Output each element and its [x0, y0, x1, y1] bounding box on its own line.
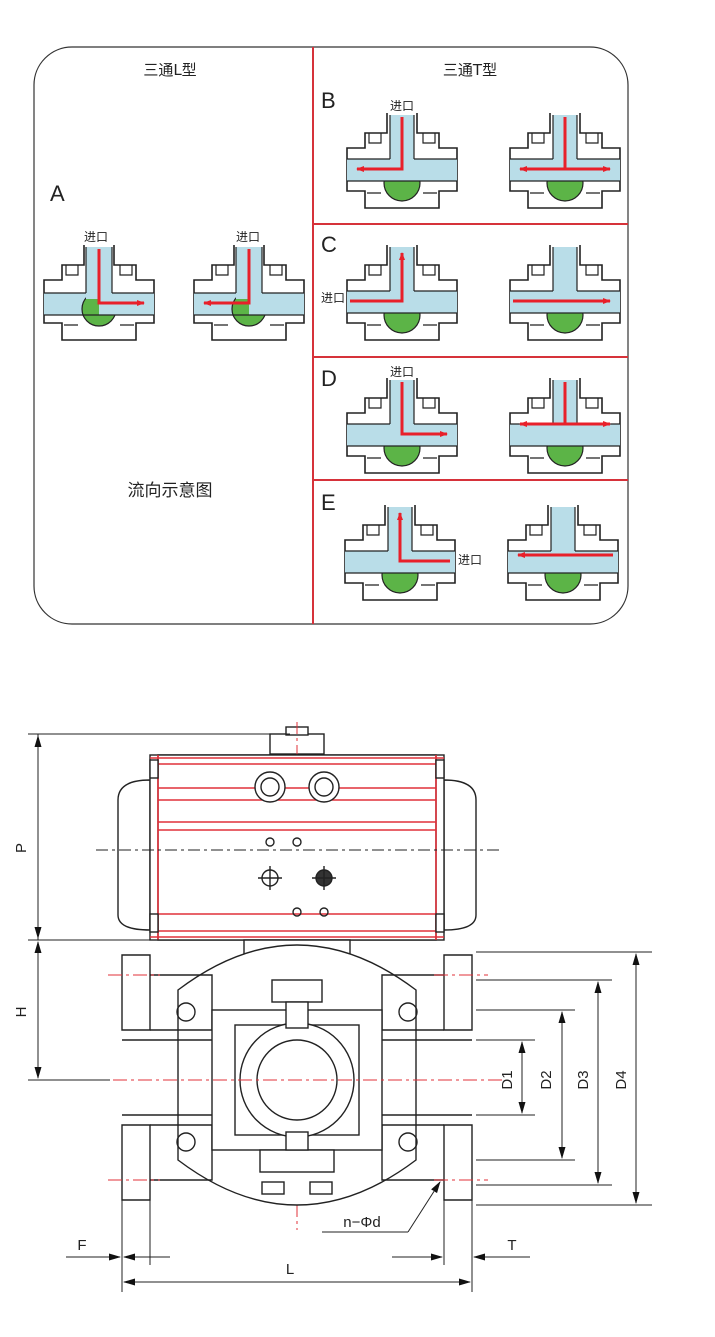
valve-e2: [507, 504, 619, 601]
dim-label-l: L: [286, 1261, 294, 1278]
l-type-title: 三通L型: [143, 61, 196, 79]
dim-label-d1: D1: [499, 1070, 516, 1089]
dim-label-p: P: [13, 843, 30, 853]
inlet-label-b: 进口: [390, 99, 414, 113]
valve-a1: [43, 244, 155, 341]
section-d-letter: D: [321, 366, 337, 391]
dim-label-d3: D3: [575, 1070, 592, 1089]
valve-c1: [346, 244, 458, 341]
valve-c2: [509, 244, 621, 341]
valve-b2: [509, 112, 621, 209]
valve-body-section: [121, 939, 473, 1206]
valve-e1: [344, 504, 456, 601]
dim-label-d2: D2: [538, 1070, 555, 1089]
inlet-label-a1: 进口: [84, 230, 108, 244]
inlet-label-d: 进口: [390, 365, 414, 379]
pneumatic-actuator: [96, 722, 500, 1230]
section-a-letter: A: [50, 181, 65, 206]
inlet-label-c: 进口: [321, 291, 345, 305]
dim-label-h: H: [13, 1007, 30, 1018]
valve-d2: [509, 377, 621, 474]
flow-diagram-caption: 流向示意图: [128, 481, 213, 501]
valve-a2: [193, 244, 305, 341]
inlet-label-a2: 进口: [236, 230, 260, 244]
section-c-letter: C: [321, 232, 337, 257]
centerlines: [88, 974, 505, 1181]
section-e-letter: E: [321, 490, 336, 515]
t-type-title: 三通T型: [443, 61, 497, 79]
dim-label-bolt: n−Φd: [343, 1214, 380, 1231]
inlet-label-e: 进口: [458, 553, 482, 567]
dimension-lines: [28, 733, 652, 1292]
valve-b1: [346, 112, 458, 209]
valve-d1: [346, 377, 458, 474]
section-b-letter: B: [321, 88, 336, 113]
dim-label-t: T: [507, 1237, 516, 1254]
dim-label-d4: D4: [613, 1070, 630, 1089]
dim-label-f: F: [77, 1237, 86, 1254]
